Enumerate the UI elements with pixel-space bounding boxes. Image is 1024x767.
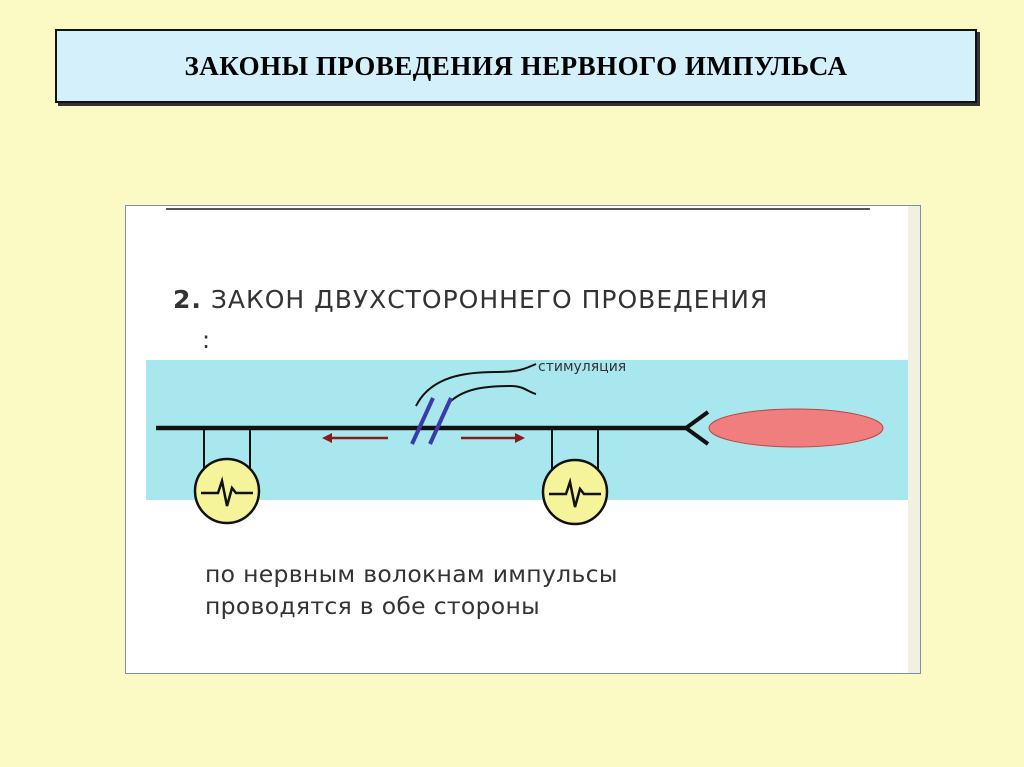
stimulator-electrode-right <box>428 397 453 445</box>
panel-right-strip <box>908 206 920 673</box>
recording-meter-right <box>541 428 609 526</box>
diagram-panel: 2. ЗАКОН ДВУХСТОРОННЕГО ПРОВЕДЕНИЯ : сти… <box>125 205 921 674</box>
stimulator-electrode-left <box>410 397 435 445</box>
caption-line-2: проводятся в обе стороны <box>205 592 541 620</box>
law-number: 2. <box>173 285 202 314</box>
synaptic-ending <box>684 410 710 446</box>
right-arrow-icon <box>461 433 525 443</box>
caption-line-1: по нервным волокнам импульсы <box>205 560 618 588</box>
action-potential-icon <box>549 477 601 508</box>
recording-meter-left <box>193 428 261 525</box>
stimulation-label: стимуляция <box>538 359 626 375</box>
nerve-fiber-diagram: стимуляция <box>146 359 908 526</box>
left-arrow-icon <box>322 433 388 443</box>
panel-top-rule <box>166 208 870 210</box>
law-heading-text: ЗАКОН ДВУХСТОРОННЕГО ПРОВЕДЕНИЯ <box>210 285 769 314</box>
slide-title: ЗАКОНЫ ПРОВЕДЕНИЯ НЕРВНОГО ИМПУЛЬСА <box>184 50 848 81</box>
stimulation-wire-bottom <box>445 384 537 407</box>
caption: по нервным волокнам импульсы проводятся … <box>205 558 618 622</box>
title-box: ЗАКОНЫ ПРОВЕДЕНИЯ НЕРВНОГО ИМПУЛЬСА <box>55 29 977 103</box>
law-colon: : <box>202 326 211 354</box>
stimulation-wire-top <box>415 363 537 407</box>
action-potential-icon <box>201 476 253 507</box>
law-heading: 2. ЗАКОН ДВУХСТОРОННЕГО ПРОВЕДЕНИЯ <box>173 285 768 314</box>
target-cell <box>708 408 884 448</box>
